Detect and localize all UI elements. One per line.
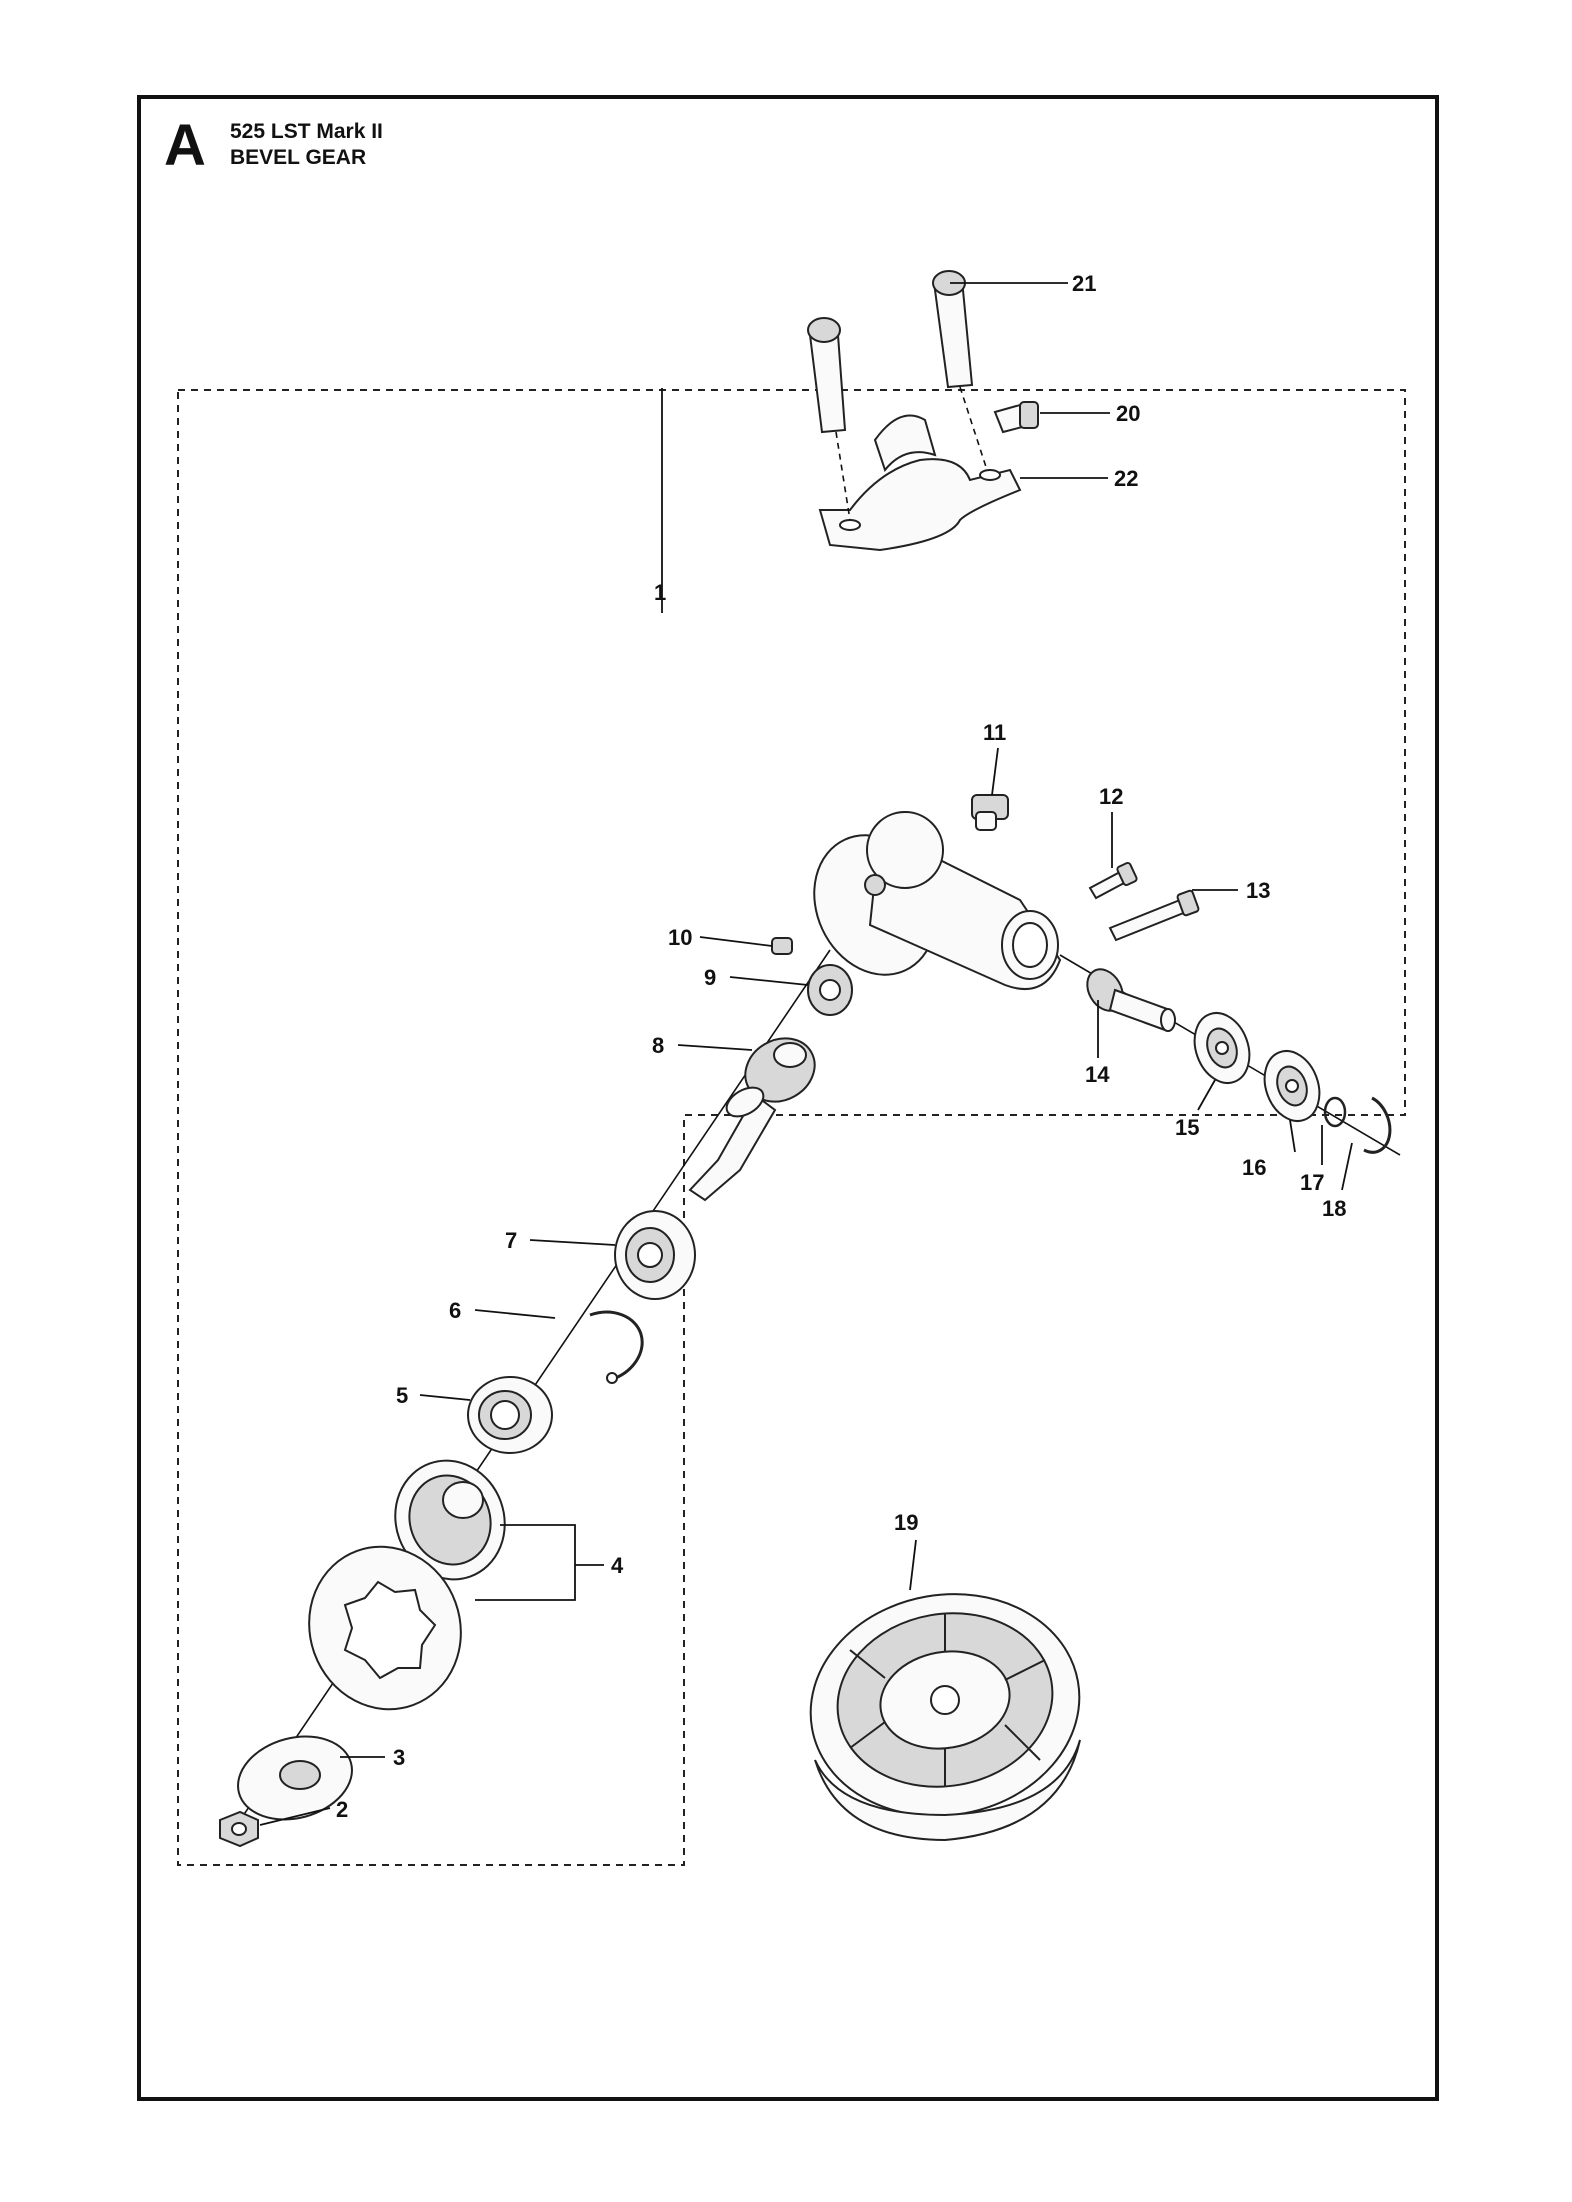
flange-set-4 <box>308 1459 506 1711</box>
callout-20: 20 <box>1116 401 1140 426</box>
section-title: BEVEL GEAR <box>230 146 367 169</box>
callout-4: 4 <box>611 1553 624 1578</box>
bearing-16 <box>1263 1050 1321 1122</box>
gear-shaft-8 <box>688 1037 816 1202</box>
circlip-18 <box>1363 1096 1392 1154</box>
housing-screw-boss <box>864 874 886 896</box>
bolt-20-head <box>1019 401 1039 429</box>
bearing-9 <box>807 964 853 1016</box>
callout-1: 1 <box>654 580 666 605</box>
section-letter: A <box>164 113 206 178</box>
clamp-plate-22 <box>818 458 1022 552</box>
callout-10: 10 <box>668 925 692 950</box>
clamp-saddle <box>873 414 937 473</box>
gear-housing <box>813 811 1062 990</box>
clamp-screw-left-head <box>807 317 841 343</box>
callout-13: 13 <box>1246 878 1270 903</box>
callout-2: 2 <box>336 1797 348 1822</box>
leader-lines <box>259 282 1353 1826</box>
bearing-7 <box>614 1210 696 1300</box>
assembly-1-boundary <box>177 389 1406 1866</box>
callout-7: 7 <box>505 1228 517 1253</box>
callout-numbers: 1 2 3 4 5 6 7 8 9 10 11 12 13 14 15 16 1… <box>336 271 1346 1822</box>
screw-21 <box>933 289 974 389</box>
circlip-6 <box>589 1310 644 1382</box>
callout-14: 14 <box>1085 1062 1110 1087</box>
screw-13 <box>1108 898 1188 942</box>
callout-3: 3 <box>393 1745 405 1770</box>
callout-16: 16 <box>1242 1155 1266 1180</box>
housing-head <box>866 811 944 889</box>
callout-18: 18 <box>1322 1196 1346 1221</box>
callout-9: 9 <box>704 965 716 990</box>
callout-6: 6 <box>449 1298 461 1323</box>
callout-8: 8 <box>652 1033 664 1058</box>
guard-cup-19 <box>809 1593 1081 1842</box>
page-frame <box>137 95 1439 2101</box>
bearing-15 <box>1193 1012 1251 1084</box>
callout-17: 17 <box>1300 1170 1324 1195</box>
pinion-14 <box>1086 968 1176 1032</box>
clamp-screw-left <box>808 334 847 434</box>
washer-3 <box>237 1735 353 1821</box>
callout-21: 21 <box>1072 271 1096 296</box>
callout-15: 15 <box>1175 1115 1199 1140</box>
washer-17 <box>1323 1096 1347 1128</box>
callout-11: 11 <box>983 720 1006 745</box>
clamp-hole-right <box>979 469 1001 481</box>
callout-19: 19 <box>894 1510 918 1535</box>
callout-5: 5 <box>396 1383 408 1408</box>
model-title: 525 LST Mark II <box>230 120 383 143</box>
screw-10 <box>771 937 793 955</box>
plug-11 <box>971 794 1009 831</box>
nut-2 <box>219 1810 259 1848</box>
seal-5 <box>467 1376 553 1454</box>
callout-22: 22 <box>1114 466 1138 491</box>
clamp-group <box>807 270 1039 552</box>
callout-12: 12 <box>1099 784 1123 809</box>
clamp-hole-left <box>839 519 861 531</box>
